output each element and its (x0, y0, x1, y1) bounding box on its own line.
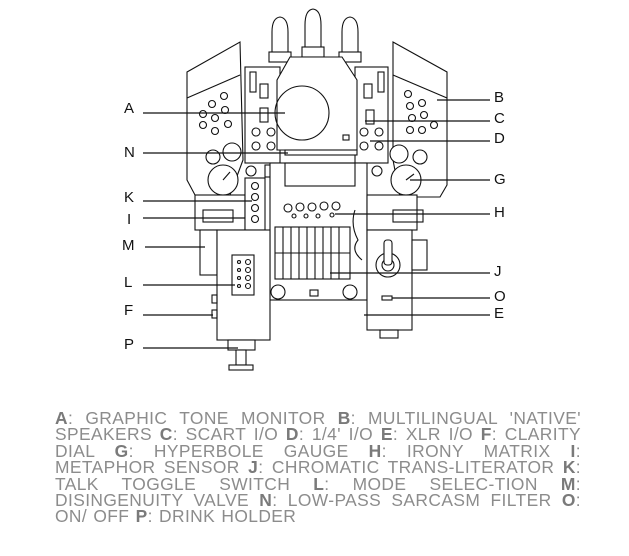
label-l: L (124, 274, 133, 291)
legend-key: M (560, 473, 576, 494)
label-p: P (124, 336, 135, 353)
legend-item: E: XLR I/O (380, 424, 473, 445)
label-j: J (494, 263, 503, 280)
joystick (375, 239, 401, 278)
legend-text: DISINGENUITY VALVE (55, 490, 249, 511)
legend-key: L (313, 473, 325, 494)
legend-key: F (480, 424, 492, 445)
legend-item: P: DRINK HOLDER (135, 506, 297, 527)
label-k: K (124, 189, 135, 206)
legend-item: N: LOW-PASS SARCASM FILTER (259, 490, 552, 511)
callouts: A N K I M L F P B C D G H J O E (122, 89, 507, 353)
legend-text: METAPHOR SENSOR (55, 457, 240, 478)
legend-key: I (570, 440, 576, 461)
legend-key: J (248, 457, 259, 478)
legend-key: C (159, 424, 173, 445)
label-h: H (494, 204, 506, 221)
legend-item: J: CHROMATIC TRANS-LITERATOR (248, 457, 555, 478)
legend-key: K (562, 457, 576, 478)
legend-item: H: IRONY MATRIX (368, 440, 551, 461)
legend-text: MULTILINGUAL 'NATIVE' SPEAKERS (55, 408, 581, 445)
vacuum-tubes (268, 8, 362, 63)
label-a: A (124, 100, 135, 117)
label-f: F (124, 302, 134, 319)
drink-holder (227, 339, 256, 371)
legend-text: HYPERBOLE GAUGE (153, 440, 349, 461)
legend-item: O: ON/ OFF (55, 490, 582, 527)
legend-text: MODE SELEC-TION (352, 473, 538, 494)
label-g: G (494, 171, 507, 188)
legend-item: D: 1/4' I/O (285, 424, 374, 445)
legend-key: N (259, 490, 273, 511)
chromatic-transliterator-keys (274, 226, 351, 280)
legend-key: H (368, 440, 382, 461)
right-io-panel (354, 66, 389, 164)
legend-item: M: DISINGENUITY VALVE (55, 473, 582, 511)
legend-key: B (337, 408, 351, 428)
mode-selection-panel (231, 254, 255, 296)
legend-key: G (114, 440, 129, 461)
label-i: I (127, 211, 132, 228)
legend-text: CHROMATIC TRANS-LITERATOR (271, 457, 555, 478)
label-n: N (124, 144, 136, 161)
label-c: C (494, 110, 506, 127)
legend-key: O (561, 490, 576, 511)
legend-text: DRINK HOLDER (159, 506, 297, 527)
legend-item: I: METAPHOR SENSOR (55, 440, 581, 478)
legend-item: B: MULTILINGUAL 'NATIVE' SPEAKERS (55, 408, 581, 445)
label-b: B (494, 89, 505, 106)
left-io-panel (244, 66, 281, 164)
legend-item: L: MODE SELEC-TION (313, 473, 538, 494)
label-d: D (494, 130, 506, 147)
sarcasm-filter-slot (284, 149, 358, 156)
hyperbole-gauge (389, 144, 428, 196)
label-m: M (122, 237, 136, 254)
legend-item: C: SCART I/O (159, 424, 279, 445)
legend-text: TALK TOGGLE SWITCH (55, 473, 291, 494)
legend-text: CLARITY DIAL (55, 424, 581, 461)
device-diagram: A N K I M L F P B C D G H J O E (122, 8, 507, 371)
legend-key: D (285, 424, 299, 445)
legend-item: G: HYPERBOLE GAUGE (114, 440, 349, 461)
legend-item: K: TALK TOGGLE SWITCH (55, 457, 582, 494)
legend-item: A: GRAPHIC TONE MONITOR (55, 408, 326, 428)
disingenuity-valve (199, 229, 218, 276)
legend-text: XLR I/O (405, 424, 473, 445)
legend-text: GRAPHIC TONE MONITOR (85, 408, 326, 428)
legend-text: LOW-PASS SARCASM FILTER (287, 490, 552, 511)
legend-text: ON/ OFF (55, 506, 130, 527)
label-e: E (494, 305, 505, 322)
legend-key: P (135, 506, 148, 527)
legend-key: A (55, 408, 68, 428)
label-o: O (494, 288, 507, 305)
device-illustration (186, 8, 448, 371)
legend-key: E (380, 424, 393, 445)
legend-text: SCART I/O (185, 424, 279, 445)
legend-text: IRONY MATRIX (406, 440, 551, 461)
legend-text: 1/4' I/O (311, 424, 374, 445)
irony-matrix (283, 201, 341, 219)
legend-item: F: CLARITY DIAL (55, 424, 581, 461)
legend-caption: A: GRAPHIC TONE MONITOR B: MULTILINGUAL … (55, 408, 582, 527)
